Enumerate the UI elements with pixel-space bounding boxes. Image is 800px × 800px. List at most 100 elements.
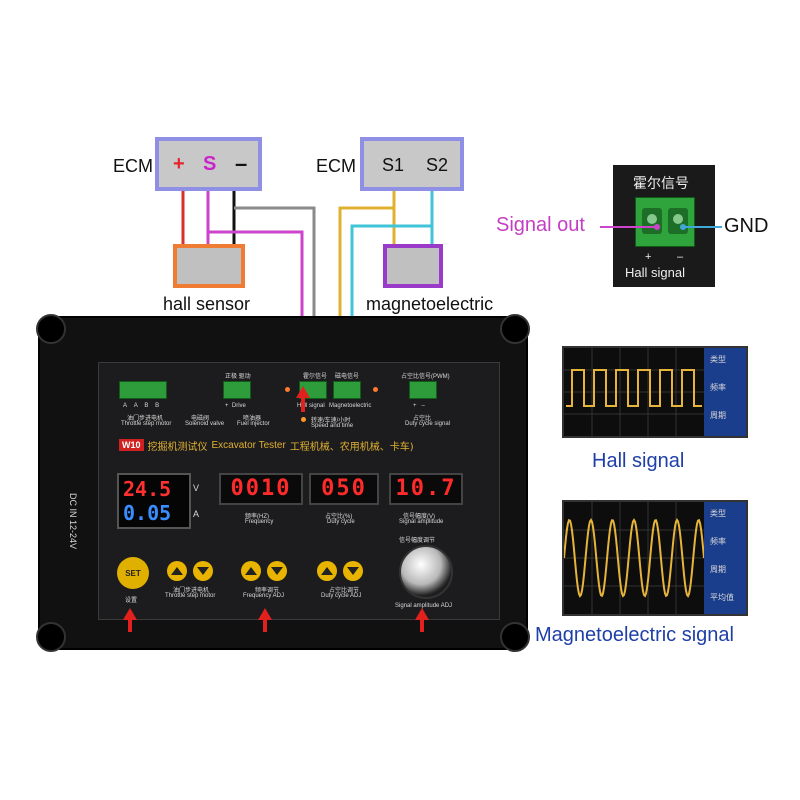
hall-scope-screen: 类型 频率 周期: [562, 346, 748, 438]
throttle-down-button[interactable]: [193, 561, 213, 581]
hall-signal-caption: Hall signal: [592, 450, 685, 472]
duty-cn: 占空比: [413, 416, 432, 422]
set-button[interactable]: SET: [117, 557, 149, 589]
frequency-up-button[interactable]: [241, 561, 261, 581]
connector-bottom-label: Hall signal: [625, 265, 685, 280]
mag-menu-item: 类型: [710, 509, 726, 518]
speed-en: Speed and time: [311, 423, 354, 429]
duty-display-en: Duty cycle: [327, 519, 355, 525]
screw-icon: [647, 214, 657, 224]
set-cn: 设置: [125, 598, 138, 604]
title-tail: 工程机械、农用机械、卡车): [289, 441, 414, 453]
led-indicator: [285, 387, 290, 392]
duty-down-button[interactable]: [343, 561, 363, 581]
drive-pm: + Drive: [225, 403, 246, 409]
mag-terminal[interactable]: [333, 381, 361, 399]
current-readout: 0.05: [123, 501, 172, 525]
magnetoelectric-box: [383, 244, 443, 288]
connector-minus: –: [677, 251, 684, 263]
hall-menu-item: 周期: [710, 411, 726, 420]
hall-menu-item: 频率: [710, 383, 726, 392]
ecm2-label: ECM: [316, 156, 356, 176]
hall-scope-menu: 类型 频率 周期: [704, 348, 746, 436]
throttle-up-button[interactable]: [167, 561, 187, 581]
mag-scope-menu: 类型 频率 周期 平均值: [704, 502, 746, 614]
connector-inset: 霍尔信号 + – Hall signal: [613, 165, 715, 287]
ecm2-box: S1 S2: [360, 137, 464, 191]
wire-yellow-device: [338, 206, 394, 365]
knob-cn: 信号幅度调节: [399, 538, 436, 544]
hall-en: Hall signal: [297, 403, 325, 409]
duty-display: 050: [309, 473, 379, 505]
amplitude-cn: 信号幅度(V): [403, 514, 435, 520]
hall-terminal[interactable]: [299, 381, 327, 399]
current-unit: A: [193, 509, 200, 519]
throttle-cn: 油门步进电机: [127, 416, 164, 422]
duty-display-cn: 占空比(%): [325, 514, 353, 520]
duty-adj-cn: 占空比调节: [329, 588, 360, 594]
throttle-adj-cn: 油门步进电机: [173, 588, 210, 594]
mag-top: 磁电信号: [335, 374, 360, 380]
model-badge: W10: [119, 439, 144, 451]
mag-en: Magnetoelectric: [329, 403, 372, 409]
knob-en: Signal amplitude ADJ: [395, 603, 453, 609]
hall-square-wave: [564, 348, 704, 436]
title-en: Excavator Tester: [211, 439, 286, 451]
throttle-adj-en: Throttle step motor: [165, 593, 216, 599]
va-meter: 24.5 0.05: [117, 473, 191, 529]
front-panel: A A B B 油门步进电机 Throttle step motor 电磁阀 S…: [98, 362, 500, 620]
mag-signal-caption: Magnetoelectric signal: [535, 624, 734, 646]
abab-label: A A B B: [123, 403, 160, 409]
amplitude-en: Signal amplitude: [399, 519, 444, 525]
duty-top: 占空比信号(PWM): [401, 374, 450, 380]
amplitude-knob[interactable]: [399, 545, 453, 599]
mag-menu-item: 周期: [710, 565, 726, 574]
ecm1-pin-plus: +: [173, 153, 185, 175]
frequency-down-button[interactable]: [267, 561, 287, 581]
title-bar: W10 挖掘机测试仪 Excavator Tester 工程机械、农用机械、卡车…: [119, 437, 479, 453]
hall-sensor-box: [173, 244, 245, 288]
duty-adj-en: Duty cycle ADJ: [321, 593, 362, 599]
mag-scope-screen: 类型 频率 周期 平均值: [562, 500, 748, 616]
hall-top: 霍尔信号: [303, 374, 328, 380]
duty-up-button[interactable]: [317, 561, 337, 581]
speed-dot: [301, 417, 306, 422]
tester-device: DC IN 12-24V A A B B 油门步进电机 Throttle ste…: [36, 314, 530, 652]
solenoid-en: Solenoid valve: [185, 421, 225, 427]
drive-terminal[interactable]: [223, 381, 251, 399]
hall-menu-item: 类型: [710, 355, 726, 364]
dc-in-label: DC IN 12-24V: [68, 493, 78, 550]
mag-menu-item: 频率: [710, 537, 726, 546]
frequency-en: Frequency: [245, 519, 274, 525]
screw-icon: [673, 214, 683, 224]
gnd-label: GND: [724, 215, 769, 237]
triangle-down-icon: [197, 567, 209, 575]
injector-cn: 喷油器: [243, 416, 262, 422]
mag-sine-wave: [564, 502, 704, 614]
frequency-cn: 频率(HZ): [245, 514, 269, 520]
ecm1-pin-minus: –: [235, 151, 248, 176]
triangle-down-icon: [347, 567, 359, 575]
triangle-up-icon: [245, 567, 257, 575]
frequency-display: 0010: [219, 473, 303, 505]
amplitude-display: 10.7: [389, 473, 463, 505]
hall-sensor-label: hall sensor: [163, 294, 251, 314]
wire-gray-device: [234, 206, 316, 365]
speed-cn: 转速/车速/小时: [311, 418, 351, 424]
injector-en: Fuel injector: [237, 421, 270, 427]
ecm1-box: + S –: [155, 137, 262, 191]
drive-top: 正极 驱动: [225, 374, 251, 380]
throttle-en: Throttle step motor: [121, 421, 172, 427]
triangle-up-icon: [171, 567, 183, 575]
connector-title: 霍尔信号: [633, 176, 689, 192]
triangle-up-icon: [321, 567, 333, 575]
voltage-readout: 24.5: [123, 477, 172, 501]
duty-terminal[interactable]: [409, 381, 437, 399]
set-button-label: SET: [125, 568, 141, 578]
frequency-adj-en: Frequency ADJ: [243, 593, 285, 599]
ecm1-label: ECM: [113, 156, 153, 176]
led-indicator: [373, 387, 378, 392]
connector-body: [635, 197, 695, 247]
throttle-terminal[interactable]: [119, 381, 167, 399]
triangle-down-icon: [271, 567, 283, 575]
